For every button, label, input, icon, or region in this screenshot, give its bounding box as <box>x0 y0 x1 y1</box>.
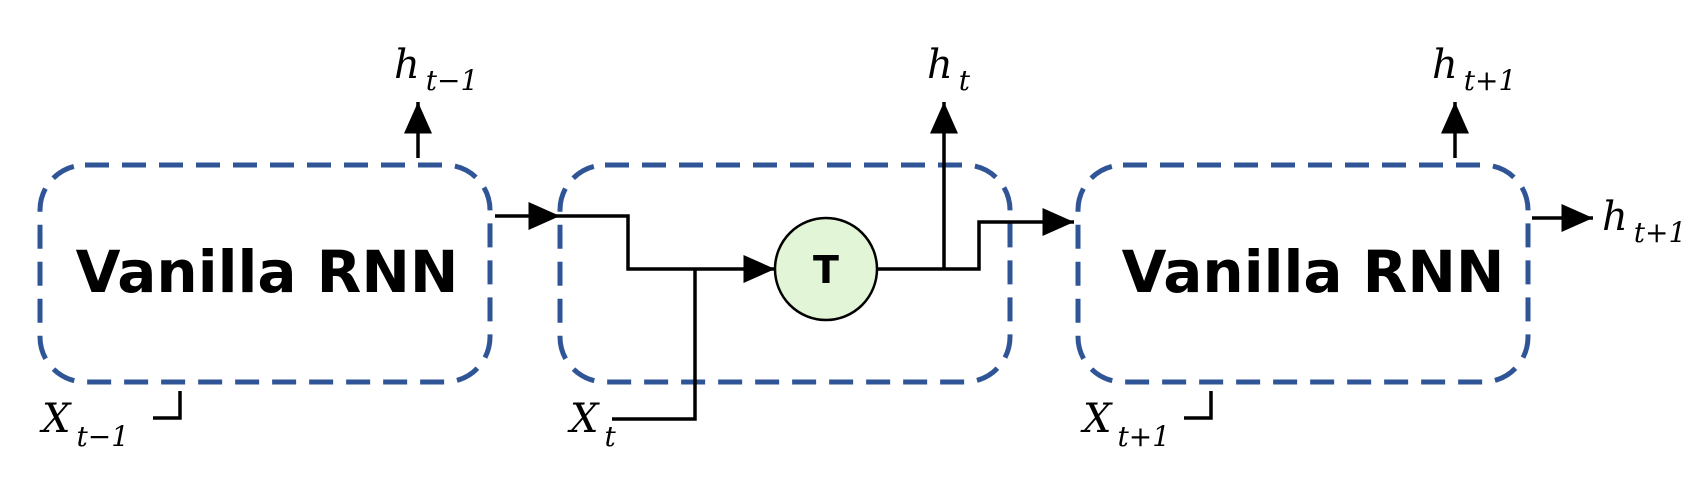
h-t-label: h t <box>927 42 971 97</box>
hidden-to-gate-arrow <box>560 214 775 283</box>
x-t-label: X t <box>567 396 616 453</box>
left-rnn-label: Vanilla RNN <box>76 238 459 306</box>
h-t-main: h <box>927 42 953 88</box>
right-rnn-label: Vanilla RNN <box>1122 238 1505 306</box>
h-next-top-sub: t+1 <box>1464 64 1517 97</box>
h-prev-main: h <box>394 42 420 88</box>
h-next-right-sub: t+1 <box>1634 216 1687 249</box>
right-input-elbow <box>1184 391 1213 420</box>
h-next-top-label: h t+1 <box>1432 42 1516 97</box>
x-t-main: X <box>567 396 600 442</box>
x-next-label: X t+1 <box>1080 396 1170 453</box>
left-rnn-box <box>37 162 493 385</box>
x-t-sub: t <box>604 420 616 453</box>
x-next-sub: t+1 <box>1117 420 1170 453</box>
xt-input-path <box>612 269 697 421</box>
h-t-sub: t <box>959 64 971 97</box>
x-prev-label: X t−1 <box>39 396 129 453</box>
h-next-top-main: h <box>1432 42 1458 88</box>
h-next-right-main: h <box>1602 194 1628 240</box>
x-next-main: X <box>1080 396 1113 442</box>
h-prev-sub: t−1 <box>426 64 479 97</box>
right-rnn-box <box>1075 162 1531 385</box>
t-gate-label: T <box>813 248 839 292</box>
middle-box <box>557 162 1013 385</box>
h-next-right-label: h t+1 <box>1602 194 1686 249</box>
h-prev-label: h t−1 <box>394 42 478 97</box>
left-input-elbow <box>153 391 182 420</box>
x-prev-main: X <box>39 396 72 442</box>
gate-to-right-arrow <box>877 208 1074 271</box>
x-prev-sub: t−1 <box>76 420 129 453</box>
